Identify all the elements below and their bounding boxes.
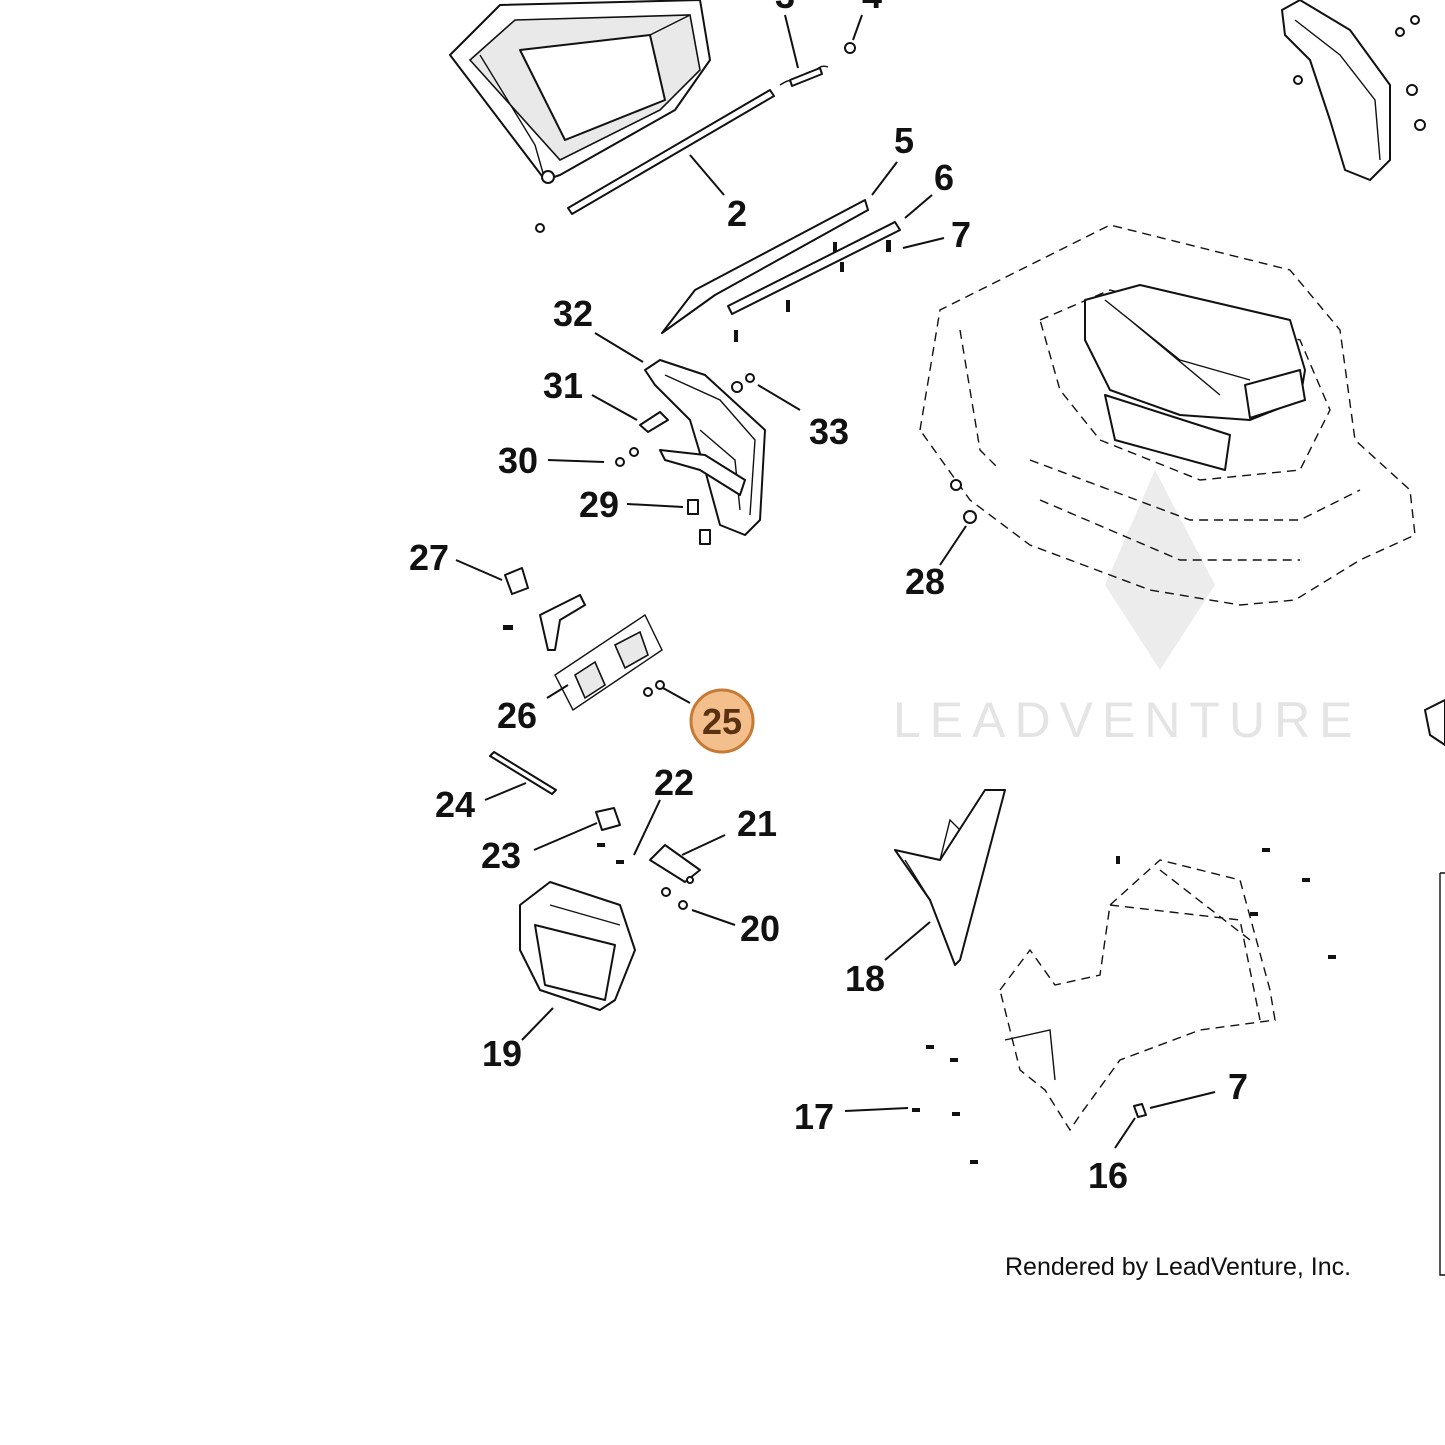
- callout-25: 25: [702, 701, 742, 742]
- callout-6[interactable]: 6: [934, 157, 954, 198]
- callout-5[interactable]: 5: [894, 120, 914, 161]
- callout-labels: 3 4 2 5 6 7 32 31 33 30 29 28 27 26 24 2…: [409, 0, 1248, 1196]
- callout-2[interactable]: 2: [727, 193, 747, 234]
- part-strip-6[interactable]: [727, 221, 901, 342]
- part-handle-bracket: [1281, 0, 1426, 181]
- part-nuts-33[interactable]: [731, 373, 755, 393]
- part-nut-4[interactable]: [844, 42, 856, 54]
- part-flap-5[interactable]: [661, 199, 869, 334]
- part-partial-right: [1424, 699, 1445, 1276]
- part-rear-housing: [999, 859, 1276, 1132]
- part-clip-31[interactable]: [639, 411, 669, 433]
- part-spring-27[interactable]: [504, 567, 529, 595]
- part-chute-18[interactable]: [894, 789, 1006, 966]
- credit-text: Rendered by LeadVenture, Inc.: [1005, 1253, 1351, 1281]
- callout-32[interactable]: 32: [553, 293, 593, 334]
- callout-4[interactable]: 4: [862, 0, 882, 16]
- part-rod-2[interactable]: [535, 89, 775, 233]
- part-pin-22[interactable]: [616, 860, 624, 864]
- callout-31[interactable]: 31: [543, 365, 583, 406]
- callout-18[interactable]: 18: [845, 958, 885, 999]
- part-screws-30[interactable]: [615, 447, 639, 467]
- part-clip-16[interactable]: [1133, 1103, 1147, 1118]
- part-latch-21[interactable]: [649, 844, 701, 884]
- callout-23[interactable]: 23: [481, 835, 521, 876]
- watermark-logo-icon: [1105, 470, 1215, 670]
- part-spring-23[interactable]: [595, 807, 621, 847]
- highlight-callout-25[interactable]: 25: [689, 688, 755, 754]
- callout-16[interactable]: 16: [1088, 1155, 1128, 1196]
- callout-29[interactable]: 29: [579, 484, 619, 525]
- part-handle-assembly-26[interactable]: [503, 594, 663, 712]
- part-bag-frame[interactable]: [449, 0, 711, 184]
- callout-19[interactable]: 19: [482, 1033, 522, 1074]
- callout-24[interactable]: 24: [435, 784, 475, 825]
- callout-28[interactable]: 28: [905, 561, 945, 602]
- callout-17[interactable]: 17: [794, 1096, 834, 1137]
- watermark: LEADVENTURE: [893, 470, 1362, 748]
- part-spring-3[interactable]: [779, 65, 829, 87]
- callout-30[interactable]: 30: [498, 440, 538, 481]
- part-nut-28[interactable]: [950, 479, 977, 524]
- callout-33[interactable]: 33: [809, 411, 849, 452]
- callout-20[interactable]: 20: [740, 908, 780, 949]
- leader-lines: [455, 14, 1216, 1149]
- part-bolts-29[interactable]: [687, 499, 711, 545]
- part-rear-door-19[interactable]: [519, 881, 636, 1011]
- part-screws-25[interactable]: [643, 680, 665, 697]
- part-bracket-32[interactable]: [644, 359, 766, 536]
- callout-27[interactable]: 27: [409, 537, 449, 578]
- callout-7-bottom[interactable]: 7: [1228, 1066, 1248, 1107]
- part-screws-20[interactable]: [661, 887, 688, 910]
- callout-3[interactable]: 3: [775, 0, 795, 16]
- callout-26[interactable]: 26: [497, 695, 537, 736]
- callout-22[interactable]: 22: [654, 762, 694, 803]
- callout-7-top[interactable]: 7: [951, 214, 971, 255]
- callout-21[interactable]: 21: [737, 803, 777, 844]
- part-rod-24[interactable]: [489, 751, 557, 795]
- part-engine: [1084, 284, 1306, 471]
- watermark-text: LEADVENTURE: [893, 692, 1362, 748]
